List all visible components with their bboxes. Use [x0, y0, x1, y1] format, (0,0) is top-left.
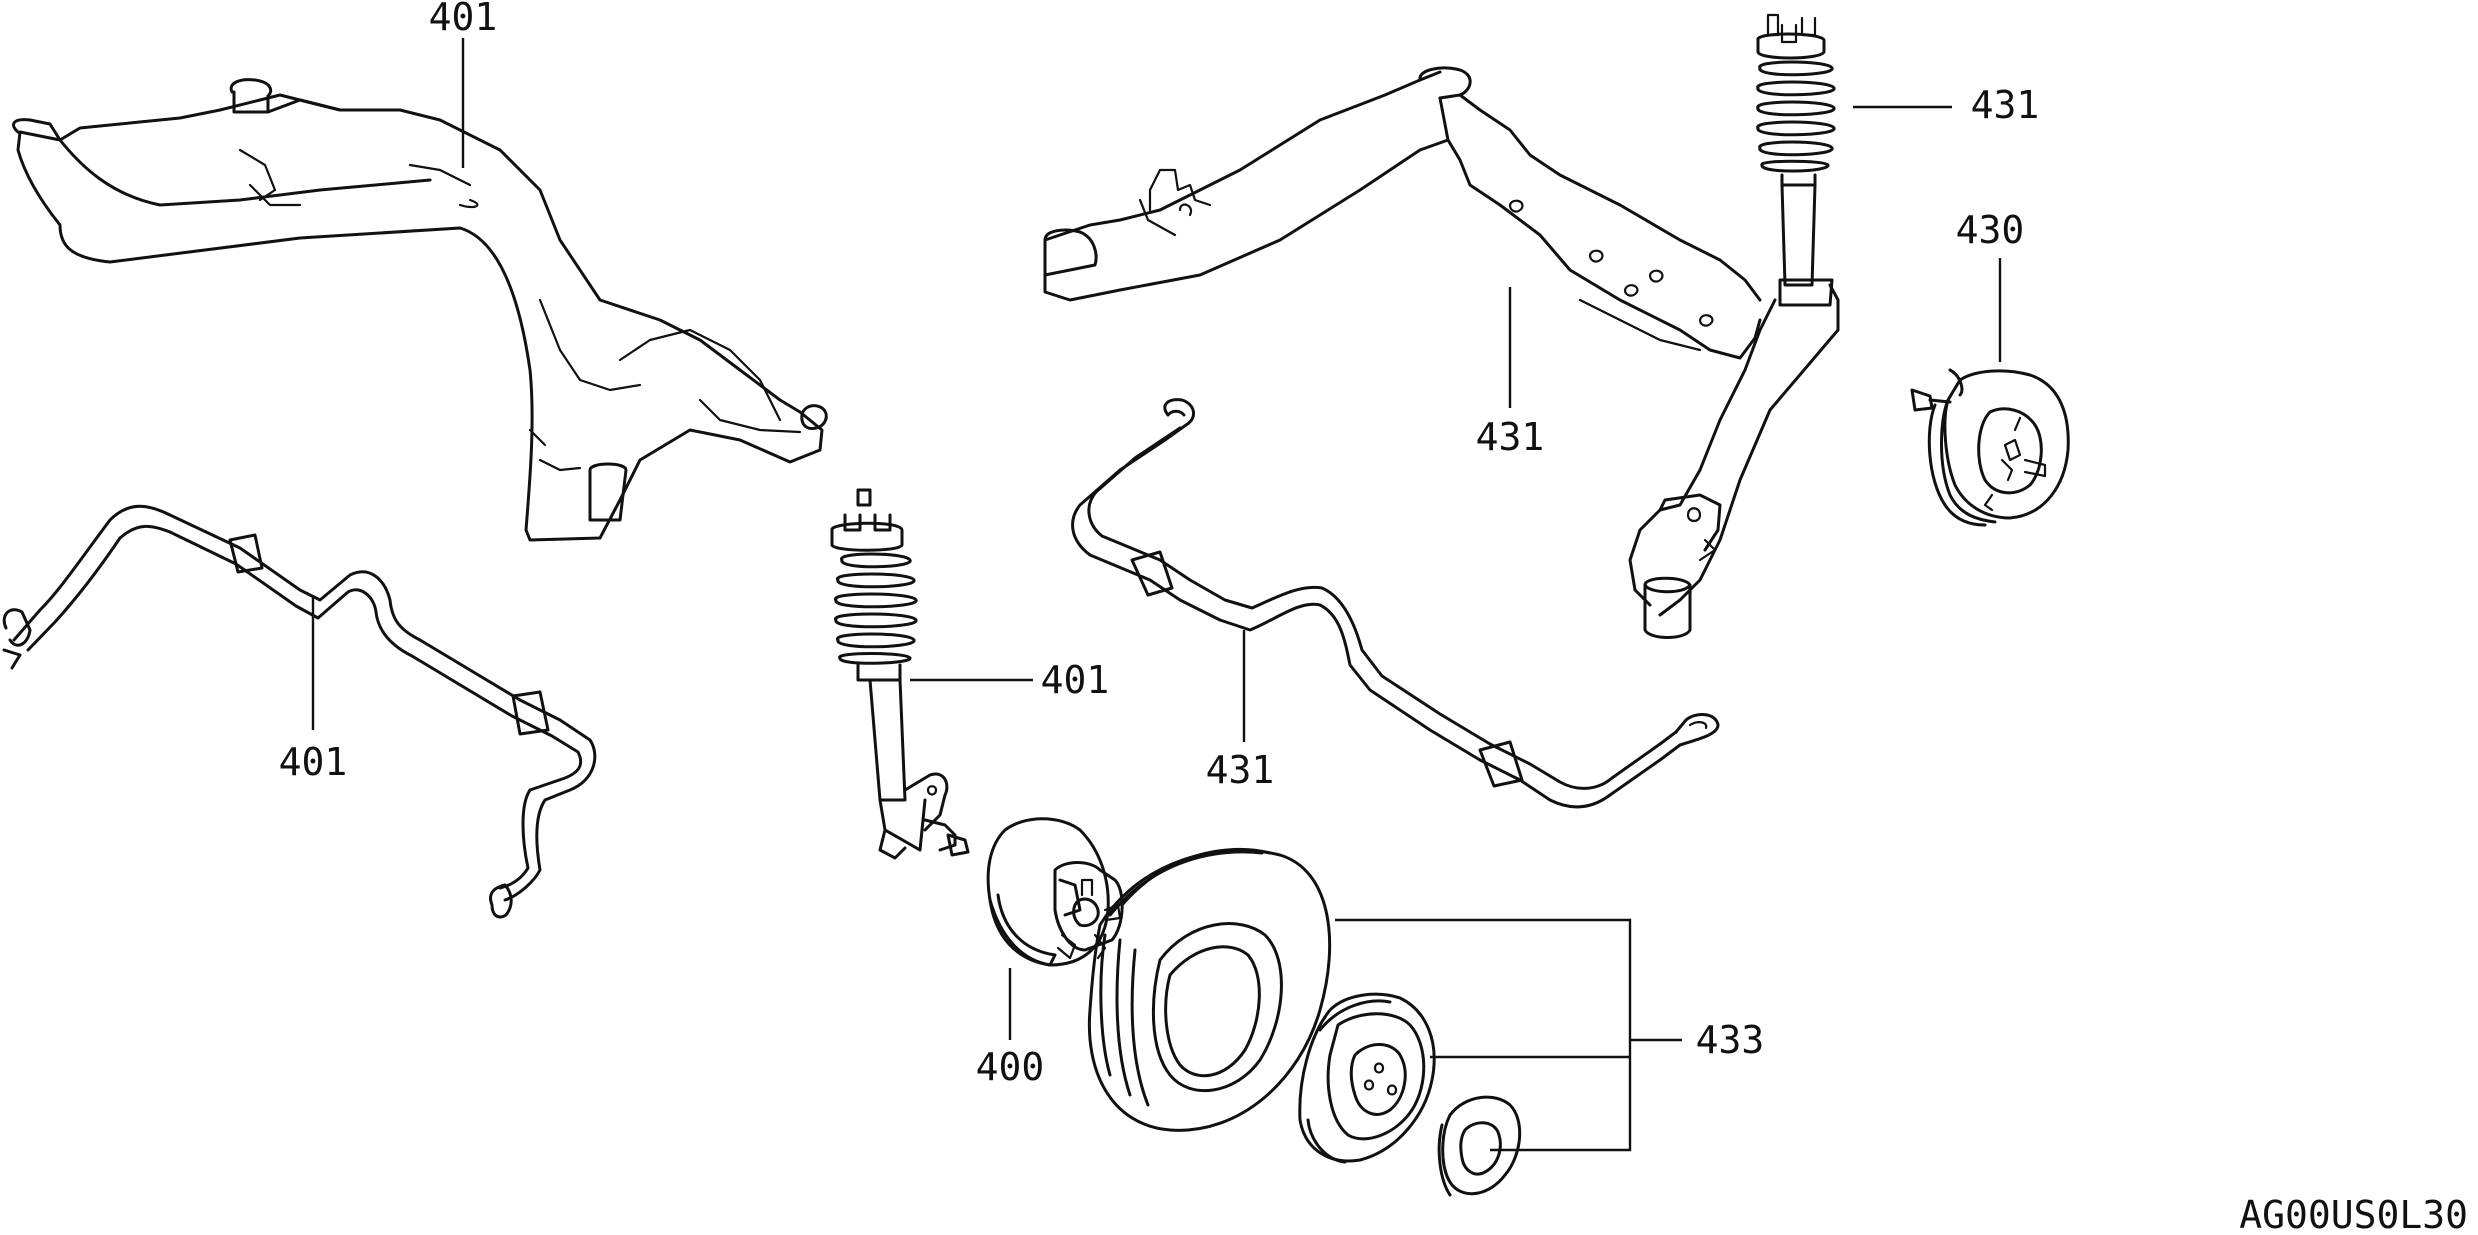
figure-code: AG00US0L30 — [2239, 1193, 2468, 1235]
callout-rear-crossmember: 431 — [1476, 415, 1545, 459]
rear-crossmember — [1043, 66, 1762, 360]
callout-front-crossmember: 401 — [429, 0, 498, 39]
callout-wheel-group: 433 — [1696, 1018, 1765, 1062]
front-crossmember — [12, 78, 828, 542]
front-hub-rotor — [986, 817, 1124, 967]
tire-assembly — [1087, 847, 1332, 1132]
wheel-rim — [1298, 992, 1436, 1164]
callout-front-hub: 400 — [976, 1045, 1045, 1089]
rear-strut-assembly — [1628, 13, 1840, 639]
callout-front-stabilizer: 401 — [279, 740, 348, 784]
front-strut-assembly — [830, 488, 970, 860]
callout-front-strut: 401 — [1041, 658, 1110, 702]
front-stabilizer-bar — [2, 504, 597, 919]
rear-hub-drum — [1910, 368, 2070, 527]
callout-rear-stabilizer: 431 — [1206, 748, 1275, 792]
hub-cap — [1437, 1095, 1522, 1197]
callout-rear-hub: 430 — [1956, 208, 2025, 252]
rear-stabilizer-bar — [1071, 398, 1720, 809]
leader-lines — [311, 38, 2002, 1152]
callout-rear-strut: 431 — [1971, 83, 2040, 127]
